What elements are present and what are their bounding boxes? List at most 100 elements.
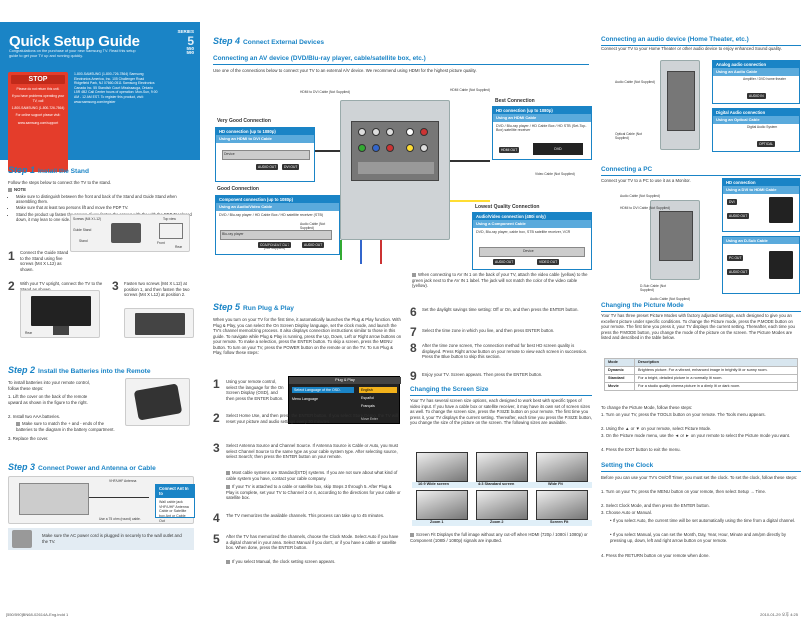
- av-in-note: When connecting to AV IN 1 on the back o…: [412, 272, 588, 289]
- pc-tv-back: [650, 200, 700, 280]
- analog-audio-box: Analog audio connection Using an Audio C…: [712, 60, 800, 104]
- step5-num-1: 1: [213, 377, 220, 391]
- stop-box: STOP Please do not return this unit. If …: [8, 72, 68, 172]
- clock-step-4: 4. Press the RETURN button on your remot…: [601, 553, 710, 558]
- step1-item-1: Connect the Guide Stand to the Stand usi…: [20, 250, 69, 272]
- osd-menu: Plug & Play Select Language of the OSD. …: [288, 376, 401, 424]
- size-labels-row-1: 16:9 Wide screen 4:3 Standard screen Wid…: [412, 482, 592, 488]
- tv-on-stand-image: Rear: [20, 290, 100, 338]
- tv-input-panel: [351, 121, 439, 181]
- step1-item-2: With your TV upright, connect the TV to …: [20, 281, 103, 292]
- step5-item-6: Set the daylight savings time setting: O…: [422, 307, 579, 312]
- screen-fit-note: Screen Fit Displays the full image witho…: [410, 532, 588, 543]
- intro-text: Congratulations on the purchase of your …: [9, 49, 136, 58]
- pc-intro: Connect your TV to a PC to use it as a M…: [601, 178, 691, 183]
- tv-back-shape: [19, 483, 89, 515]
- picture-step-2: 2. Using the ▲ or ▼ on your remote, sele…: [601, 426, 712, 431]
- step2-item-3: 3. Replace the cover.: [8, 436, 49, 441]
- audio-intro: Connect your TV to your Home Theater or …: [601, 46, 782, 51]
- picture-step-1: 1. Turn on your TV, press the TOOLS butt…: [601, 412, 766, 417]
- step4-intro: Use one of the connections below to conn…: [213, 68, 477, 73]
- clock-step-1: 1. Turn on your TV, press the MENU butto…: [601, 489, 767, 494]
- step5-item-3: Select Antenna Source and Channel Source…: [226, 443, 398, 460]
- step5-num-3: 3: [213, 441, 220, 455]
- size-thumb-169: [416, 452, 468, 482]
- pc-hdmi-box: HD connection Using a DVI to HDMI Cable …: [722, 178, 800, 232]
- audio-heading: Connecting an audio device (Home Theater…: [601, 36, 801, 47]
- top-view-shape: [159, 223, 183, 239]
- step2-item-2: 2. Install two AAA batteries.: [8, 414, 61, 419]
- hdmi-cable: [450, 160, 490, 162]
- tv-back-panel: [340, 100, 450, 240]
- pc-dsub-box: Using an D-Sub Cable PC OUT AUDIO OUT: [722, 236, 800, 294]
- pc-heading: Connecting a PC: [601, 166, 801, 177]
- step5-num-4: 4: [213, 511, 220, 525]
- osd-option-espanol[interactable]: Español: [361, 396, 374, 400]
- picture-steps-intro: To change the Picture Mode, follow these…: [601, 405, 693, 410]
- step1-num-2: 2: [8, 279, 15, 293]
- step5-num-2: 2: [213, 411, 220, 425]
- audio-tv-back: [660, 60, 700, 150]
- remote-battery-image: [125, 378, 190, 426]
- stand-diagram: Screws (M4 X L12) Guide Stand Stand Top …: [70, 214, 190, 252]
- very-good-label: Very Good Connection: [217, 118, 271, 124]
- step5-note-3b: If your TV is attached to a cable or sat…: [226, 484, 401, 501]
- pc-tower-icon-2: [769, 251, 793, 279]
- clock-step-2: 2. Select Clock Mode, and then press the…: [601, 503, 710, 508]
- picture-step-4: 4. Press the EXIT button to exit the men…: [601, 447, 681, 452]
- step2-note: Make sure to match the + and - ends of t…: [16, 421, 115, 432]
- picture-mode-body: Your TV has three preset Picture Modes w…: [601, 313, 795, 341]
- pc-tower-icon: [769, 197, 793, 223]
- clock-body: Before you can use your TV's On/Off Time…: [601, 475, 798, 480]
- stand-shape: [111, 223, 141, 243]
- power-cord-icon: [12, 530, 32, 548]
- step5-item-9: Enjoy your TV. Screen appears. Then pres…: [422, 372, 543, 377]
- step5-item-7: Select the time zone in which you live, …: [422, 328, 555, 333]
- step5-item-5: After the TV has memorized the channels,…: [226, 534, 399, 551]
- step5-num-7: 7: [410, 325, 417, 339]
- step5-intro: When you turn on your TV for the first t…: [213, 317, 402, 356]
- note-icon: [8, 187, 12, 192]
- digital-audio-box: Digital Audio connection Using an Optica…: [712, 108, 800, 152]
- step5-item-8: After the time zone screen, The connecti…: [422, 343, 588, 360]
- best-box: HD connection (up to 1080p) Using an HDM…: [492, 106, 592, 160]
- good-box: Component connection (up to 1080p) Using…: [215, 195, 340, 255]
- size-thumb-43: [476, 452, 528, 482]
- header-banner: Quick Setup Guide SERIES 5 550 590 Congr…: [0, 22, 200, 172]
- step1-item-3: Fasten two screws (M4 X L12) at position…: [124, 281, 190, 298]
- hdmi-dvi-cable: [315, 150, 340, 152]
- osd-option-francais[interactable]: Français: [361, 404, 375, 408]
- step5-num-9: 9: [410, 369, 417, 383]
- size-labels-row-2: Zoom 1 Zoom 2 Screen Fit: [412, 520, 592, 526]
- screen-size-heading: Changing the Screen Size: [410, 386, 592, 397]
- step1-num-3: 3: [112, 279, 119, 293]
- screw-diagram: [124, 308, 194, 338]
- osd-option-english[interactable]: English: [359, 387, 397, 393]
- page-title: Quick Setup Guide: [9, 33, 140, 50]
- step5-num-8: 8: [410, 341, 417, 355]
- antenna-diagram: VHF/UHF Antenna Use a 75 ohm (round) cab…: [8, 476, 194, 524]
- clock-bullet-2: • If you select Manual, you can set the …: [610, 532, 787, 543]
- footer-left: [550/590]BN68-02614A-Eng.indd 1: [6, 612, 69, 617]
- step5-item-4: The TV memorizes the available channels.…: [226, 513, 385, 518]
- step1-num-1: 1: [8, 249, 15, 263]
- screen-size-body: Your TV has several screen size options,…: [410, 398, 592, 426]
- footer-right: 2010-01-29 오후 4:25: [760, 612, 798, 617]
- good-label: Good Connection: [217, 186, 259, 192]
- picture-mode-heading: Changing the Picture Mode: [601, 302, 801, 313]
- size-thumb-zoom1: [416, 490, 468, 520]
- size-thumb-zoom2: [476, 490, 528, 520]
- contact-info: 1-800-SAMSUNG (1-800-726-7864) Samsung E…: [74, 72, 158, 104]
- step5-note-5: If you select Manual, the clock setting …: [226, 559, 401, 565]
- step1-intro: Follow the steps below to connect the TV…: [8, 180, 112, 185]
- size-thumb-screenfit: [536, 490, 588, 520]
- very-good-box: HD connection (up to 1080p) Using an HDM…: [215, 127, 315, 182]
